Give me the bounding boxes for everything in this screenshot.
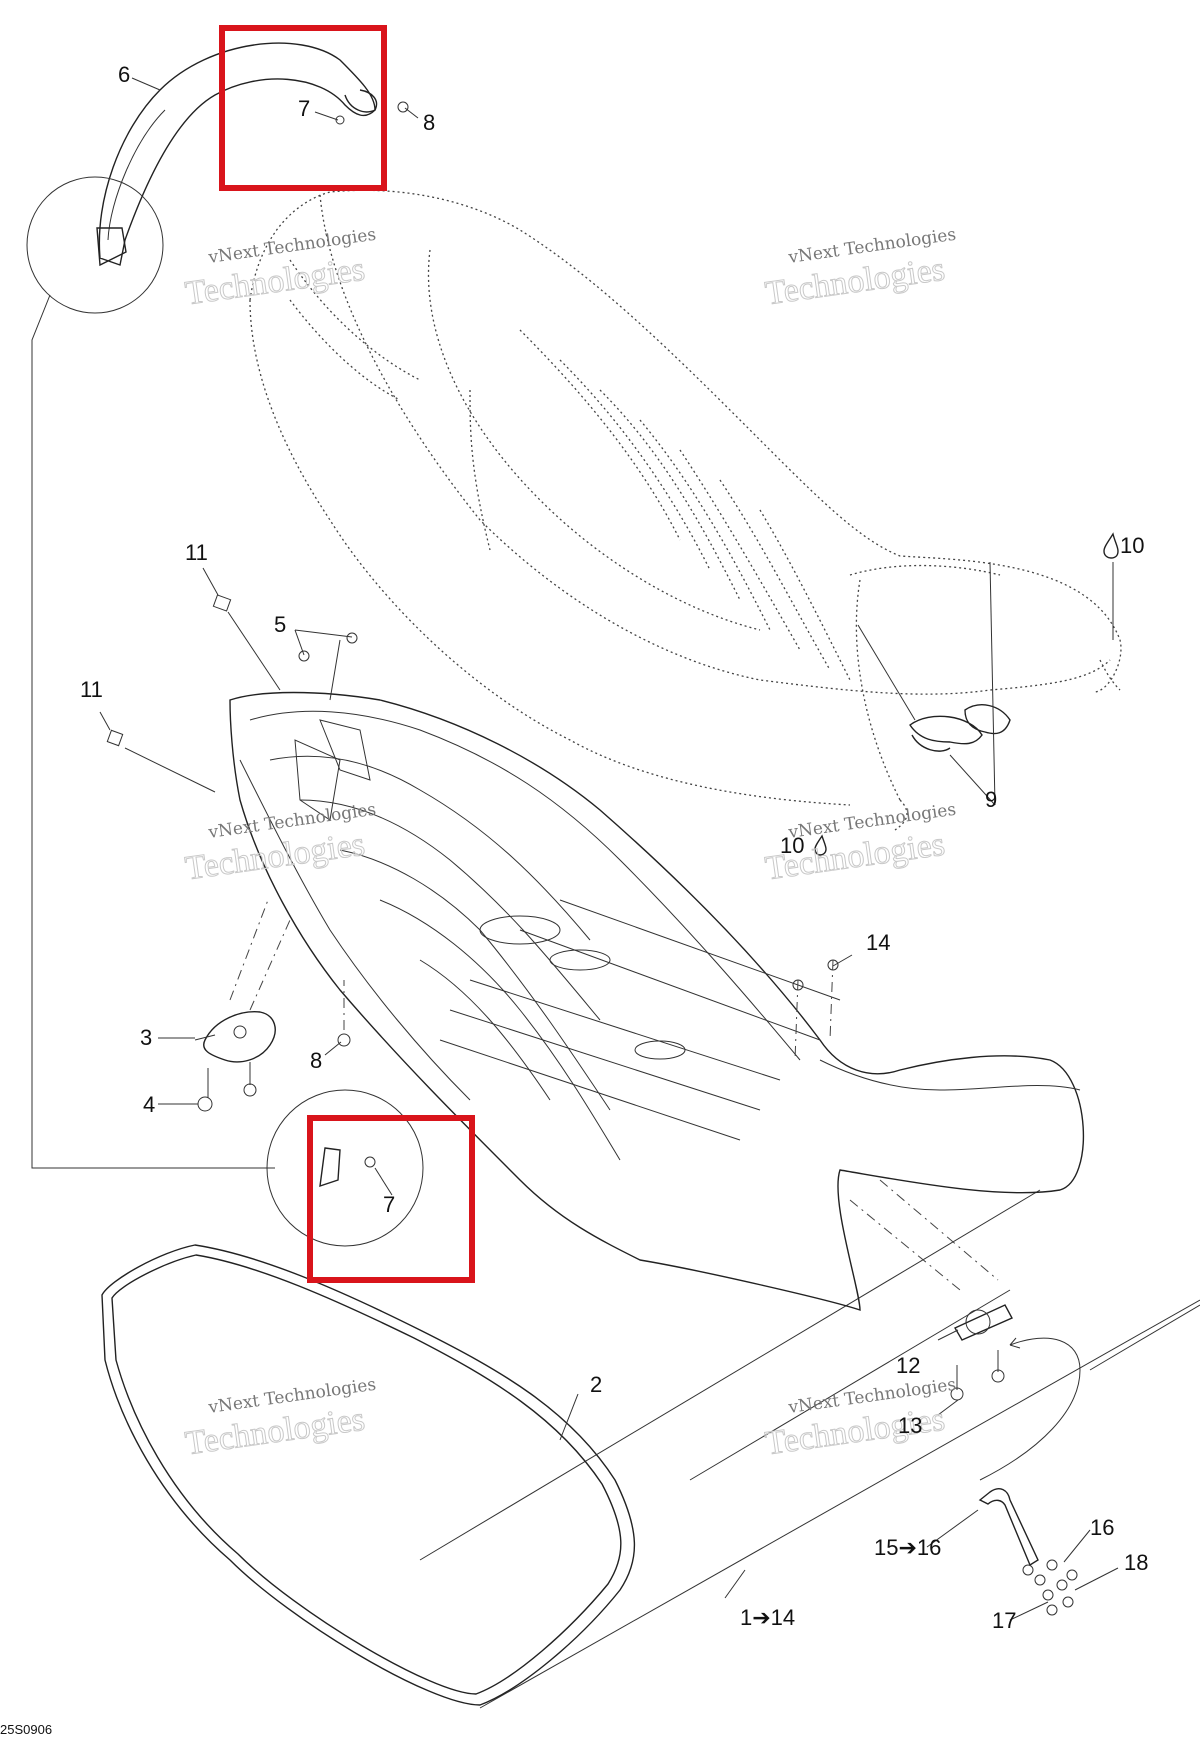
hardware	[106, 101, 1119, 1616]
callout-5: 5	[274, 612, 286, 637]
detail-circle-upper	[26, 176, 164, 314]
latch	[194, 1011, 276, 1112]
callout-7-top: 7	[298, 96, 310, 121]
leader-lines	[99, 77, 1119, 1621]
callout-18: 18	[1124, 1550, 1148, 1575]
highlight-boxes	[219, 25, 475, 1283]
callout-14: 14	[866, 930, 890, 955]
callout-1-14: 1➔14	[740, 1605, 795, 1630]
callout-11-top: 11	[185, 540, 208, 565]
callout-16: 16	[1090, 1515, 1114, 1540]
gasket	[101, 1244, 636, 1706]
highlight-box-lower	[307, 1115, 475, 1283]
callouts: 6 7 8 11 5 11 10 9 10 14 3 8 4 7 2 12 13…	[80, 62, 1148, 1633]
callout-8-mid: 8	[310, 1048, 322, 1073]
grab-handle	[98, 42, 378, 266]
callout-13: 13	[898, 1413, 922, 1438]
callout-12: 12	[896, 1353, 920, 1378]
callout-10-b: 10	[780, 833, 804, 858]
watermarks: vNext Technologies Technologies vNext Te…	[182, 225, 957, 1463]
callout-15-16: 15➔16	[874, 1535, 941, 1560]
reference-code: 25S0906	[0, 1722, 52, 1737]
callout-2: 2	[590, 1372, 602, 1397]
callout-6: 6	[118, 62, 130, 87]
callout-9: 9	[985, 787, 997, 812]
detail-leader	[31, 294, 275, 1169]
callout-11-left: 11	[80, 677, 103, 702]
assembly-axes	[229, 899, 1081, 1481]
seat-cover	[249, 189, 1122, 831]
callout-3: 3	[140, 1025, 152, 1050]
seat-base	[229, 691, 1085, 1311]
callout-7-detail: 7	[383, 1192, 395, 1217]
callout-17: 17	[992, 1608, 1016, 1633]
highlight-box-upper	[219, 25, 387, 191]
callout-4: 4	[143, 1092, 155, 1117]
callout-8-top: 8	[423, 110, 435, 135]
detail-circle-lower	[266, 1089, 424, 1247]
callout-10: 10	[1120, 533, 1144, 558]
